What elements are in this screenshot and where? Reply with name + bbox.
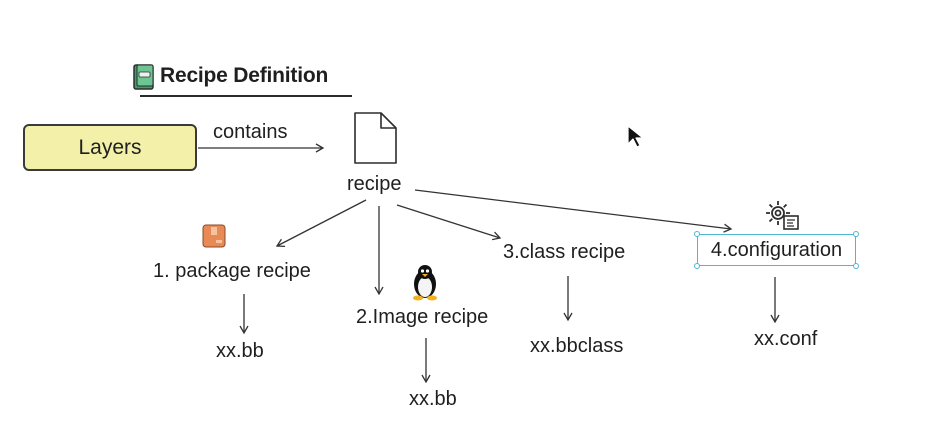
document-icon [354, 112, 397, 164]
package-box-icon [202, 224, 226, 248]
selection-handle-bottom-right[interactable] [853, 263, 859, 269]
title-underline [140, 95, 352, 97]
image-output-file: xx.bb [409, 388, 457, 410]
image-recipe-node[interactable]: 2.Image recipe [356, 306, 489, 328]
layers-node[interactable]: Layers [23, 124, 197, 171]
diagram-title: Recipe Definition [160, 64, 329, 87]
package-recipe-node[interactable]: 1. package recipe [153, 260, 311, 282]
configuration-node[interactable]: 4.configuration [697, 234, 856, 266]
selection-handle-bottom-left[interactable] [694, 263, 700, 269]
arrow-recipe-to-class [396, 204, 502, 241]
class-output-file: xx.bbclass [530, 335, 624, 357]
package-output-file: xx.bb [216, 340, 264, 362]
config-output-file: xx.conf [754, 328, 818, 350]
selection-handle-top-left[interactable] [694, 231, 700, 237]
book-icon [133, 64, 154, 90]
mouse-cursor-icon [627, 125, 644, 148]
class-recipe-node[interactable]: 3.class recipe [503, 241, 626, 263]
arrow-recipe-to-package [275, 199, 367, 247]
arrow-recipe-to-configuration [414, 189, 733, 233]
contains-label: contains [213, 121, 288, 143]
linux-penguin-icon [413, 265, 437, 301]
recipe-node[interactable]: recipe [347, 173, 402, 195]
selection-handle-top-right[interactable] [853, 231, 859, 237]
gear-settings-icon [766, 201, 799, 230]
